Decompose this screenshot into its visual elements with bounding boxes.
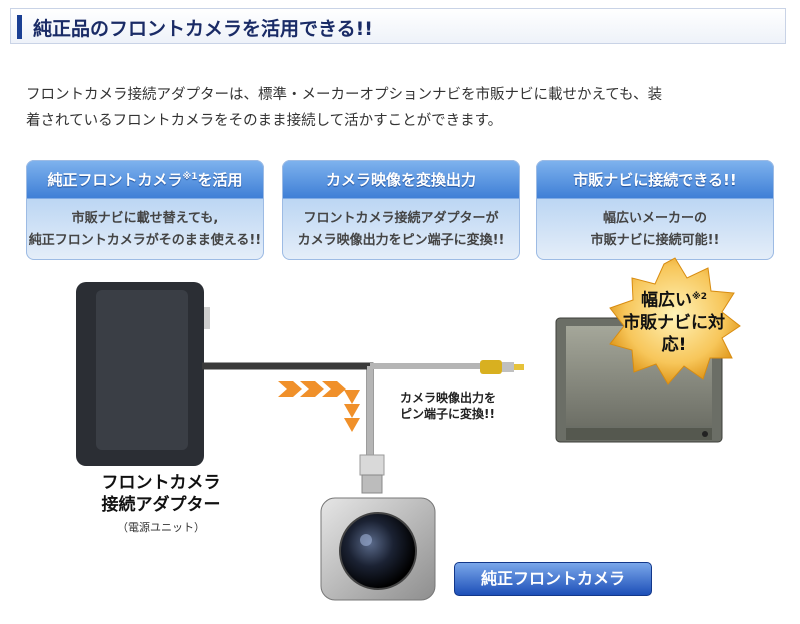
section-header: 純正品のフロントカメラを活用できる!! xyxy=(10,8,786,44)
adapter-label-line3: （電源ユニット） xyxy=(117,521,205,534)
rca-pin-connector xyxy=(480,360,524,374)
feature-card-2: カメラ映像を変換出力 フロントカメラ接続アダプターが カメラ映像出力をピン端子に… xyxy=(282,160,520,260)
feature-body-3: 幅広いメーカーの 市販ナビに接続可能!! xyxy=(590,211,720,248)
camera-connector-upper xyxy=(359,454,385,476)
feature-body-2: フロントカメラ接続アダプターが カメラ映像出力をピン端子に変換!! xyxy=(297,211,505,248)
adapter-cable xyxy=(202,362,374,455)
convert-note: カメラ映像出力を ピン端子に変換!! xyxy=(400,391,497,421)
section-title: 純正品のフロントカメラを活用できる!! xyxy=(33,18,373,40)
badge-text: 幅広い※2 市販ナビに対応! xyxy=(623,290,725,355)
adapter-connector xyxy=(200,307,210,329)
intro-text: フロントカメラ接続アダプターは、標準・メーカーオプションナビを市販ナビに載せかえ… xyxy=(26,82,786,134)
signal-arrows xyxy=(278,381,360,432)
adapter-label-line1: フロントカメラ xyxy=(101,473,221,493)
intro-line-2: 着されているフロントカメラをそのまま接続して活かすことができます。 xyxy=(26,113,503,129)
feature-card-1: 純正フロントカメラ※1を活用 市販ナビに載せ替えても, 純正フロントカメラがその… xyxy=(26,160,264,260)
feature-body-1: 市販ナビに載せ替えても, 純正フロントカメラがそのまま使える!! xyxy=(28,211,262,248)
feature-title-1: 純正フロントカメラ※1を活用 xyxy=(47,171,243,189)
header-accent-bar xyxy=(17,15,22,39)
intro-line-1: フロントカメラ接続アダプターは、標準・メーカーオプションナビを市販ナビに載せかえ… xyxy=(26,87,663,103)
adapter-label: フロントカメラ 接続アダプター （電源ユニット） xyxy=(76,472,246,535)
feature-title-3: 市販ナビに接続できる!! xyxy=(573,171,737,189)
adapter-unit xyxy=(76,282,210,466)
feature-title-2: カメラ映像を変換出力 xyxy=(325,171,476,189)
feature-card-3: 市販ナビに接続できる!! 幅広いメーカーの 市販ナビに接続可能!! xyxy=(536,160,774,260)
adapter-label-line2: 接続アダプター xyxy=(101,495,221,515)
front-camera xyxy=(320,497,436,601)
camera-label: 純正フロントカメラ xyxy=(454,562,652,596)
